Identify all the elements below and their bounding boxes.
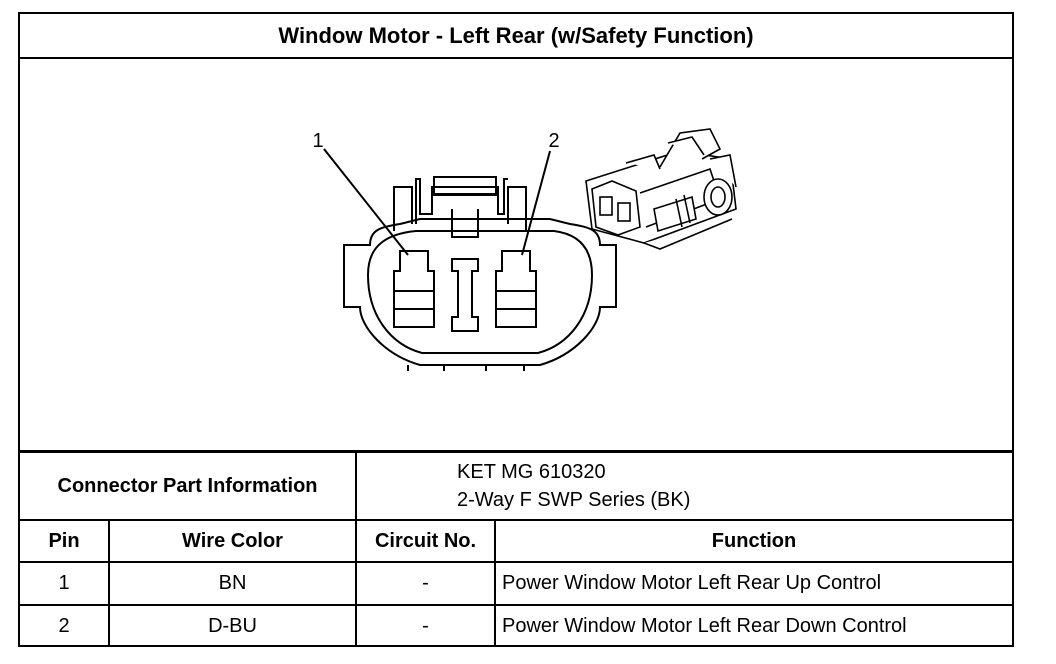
pin-2-label: 2: [548, 130, 559, 152]
pin-2-leader: [521, 150, 551, 256]
connector-part-value: KET MG 610320 2-Way F SWP Series (BK): [355, 450, 1013, 521]
connector-part-number: KET MG 610320: [457, 461, 606, 483]
function-cell: Power Window Motor Left Rear Up Control: [494, 561, 1013, 606]
pin-1-leader: [323, 148, 409, 256]
connector-description: 2-Way F SWP Series (BK): [457, 489, 691, 511]
connector-part-label: Connector Part Information: [20, 450, 358, 521]
connector-feet: [407, 365, 525, 371]
connector-latch: [393, 176, 527, 238]
table-row: 1 BN - Power Window Motor Left Rear Up C…: [20, 561, 1013, 606]
circuit-cell: -: [355, 604, 497, 647]
connector-3d-illustration: [585, 128, 737, 250]
connector-part-row: Connector Part Information KET MG 610320…: [20, 450, 1013, 521]
connector-diagram-area: 1 2: [20, 59, 1012, 450]
function-cell: Power Window Motor Left Rear Down Contro…: [494, 604, 1013, 647]
pin-1-label: 1: [312, 130, 323, 152]
connector-face-diagram: 1 2: [312, 128, 737, 371]
header-circuit-no: Circuit No.: [355, 519, 497, 563]
connector-info-table: Connector Part Information KET MG 610320…: [20, 450, 1013, 647]
wire-color-cell: D-BU: [107, 604, 358, 647]
connector-shell-outline: [343, 218, 617, 366]
circuit-cell: -: [355, 561, 497, 606]
wire-color-cell: BN: [107, 561, 358, 606]
table-row: 2 D-BU - Power Window Motor Left Rear Do…: [20, 604, 1013, 647]
pin-cavity-1: [393, 250, 435, 328]
table-header-row: Pin Wire Color Circuit No. Function: [20, 519, 1013, 563]
document-title: Window Motor - Left Rear (w/Safety Funct…: [20, 14, 1012, 59]
center-divider: [451, 258, 479, 332]
pin-cell: 1: [20, 561, 110, 606]
header-pin: Pin: [20, 519, 110, 563]
header-wire-color: Wire Color: [107, 519, 358, 563]
pin-cell: 2: [20, 604, 110, 647]
pin-cavity-2: [495, 250, 537, 328]
connector-document: Window Motor - Left Rear (w/Safety Funct…: [18, 12, 1014, 647]
header-function: Function: [494, 519, 1013, 563]
